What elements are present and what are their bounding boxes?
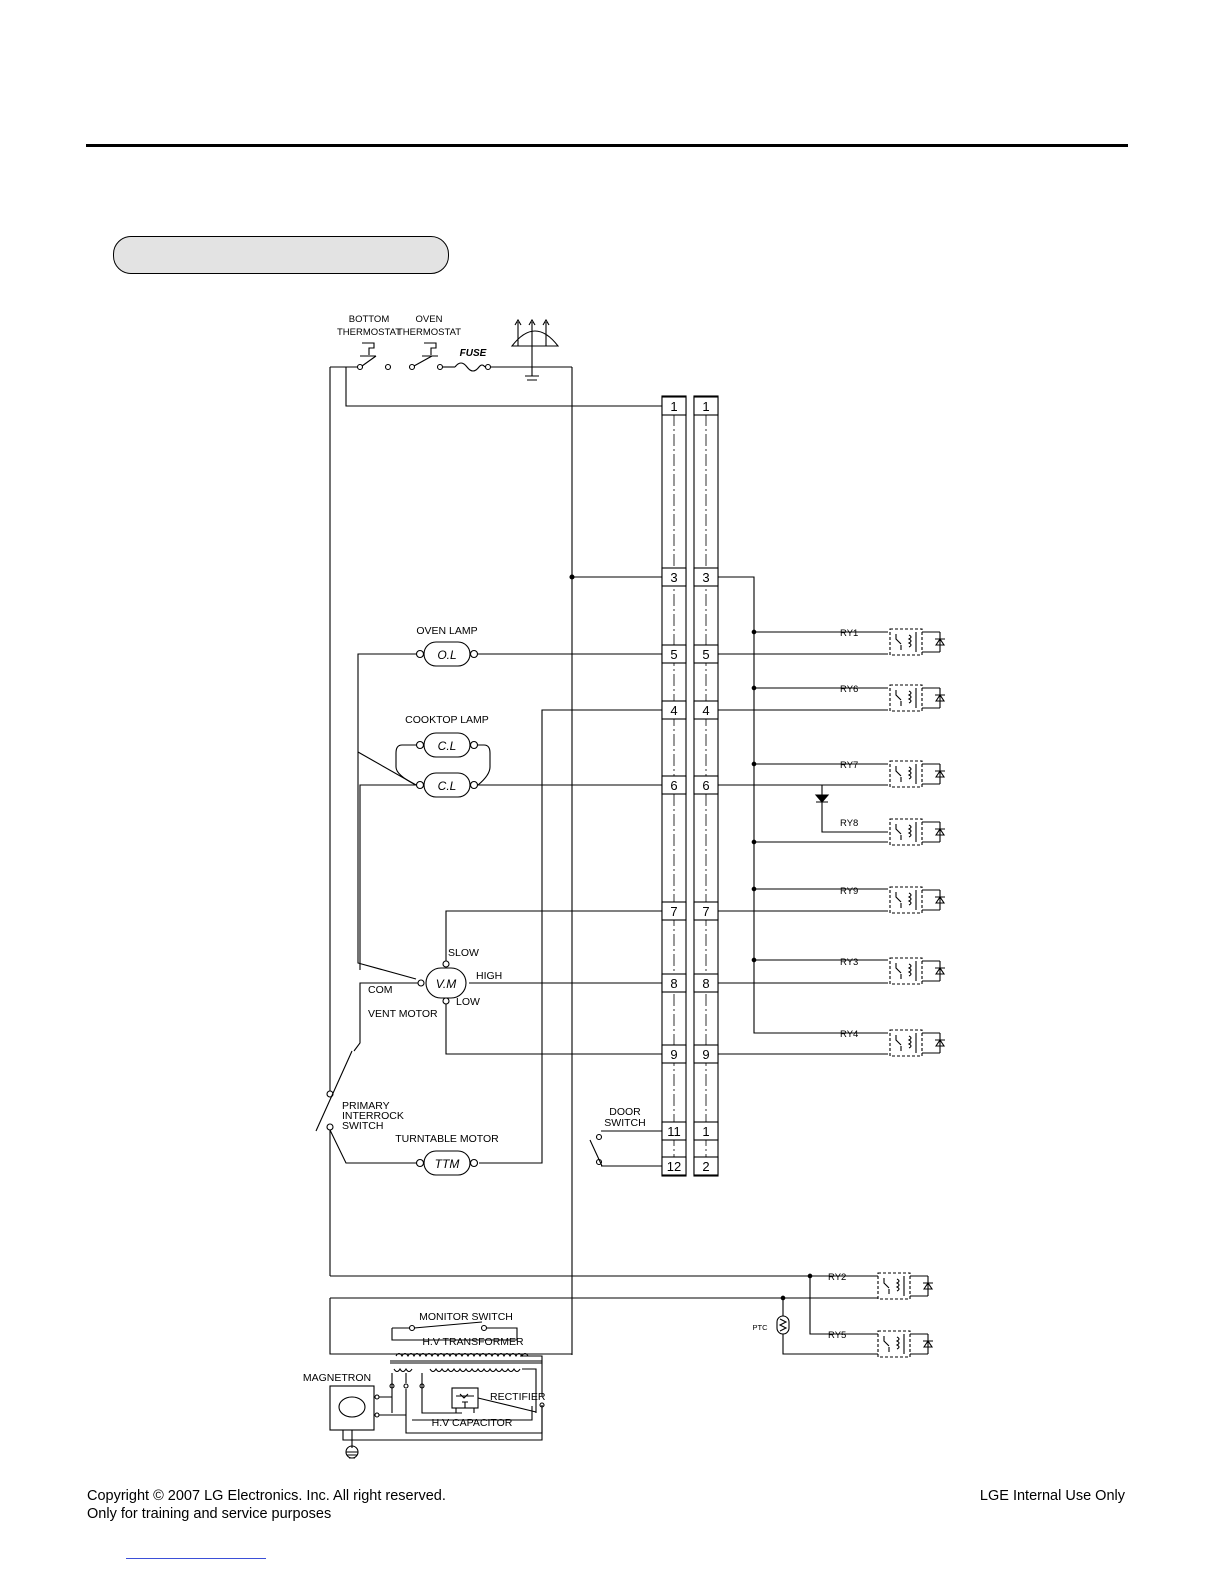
footer-purpose: Only for training and service purposes: [87, 1506, 332, 1522]
vent-com-label: COM: [368, 984, 393, 996]
power-input: BOTTOM THERMOSTAT OVEN THERMOSTAT FUSE: [330, 314, 662, 407]
relay-ry4: RY4: [840, 1029, 946, 1057]
vent-high-label: HIGH: [476, 970, 502, 982]
magnetron-label: MAGNETRON: [303, 1372, 371, 1384]
connector-right-pins: 1 3 5 4 6 7 8 9 1 2: [693, 396, 719, 1176]
bottom-thermostat-symbol: [360, 342, 376, 357]
relay-label: RY5: [828, 1330, 846, 1341]
bottom-thermostat-label-1: BOTTOM: [349, 314, 390, 325]
hv-transformer-label: H.V TRANSFORMER: [422, 1336, 524, 1348]
svg-text:C.L: C.L: [438, 739, 457, 753]
svg-text:C.L: C.L: [438, 779, 457, 793]
svg-text:INTERROCK: INTERROCK: [342, 1110, 404, 1122]
vent-motor: V.M SLOW HIGH COM LOW VENT MOTOR: [353, 910, 662, 1055]
connector-right-pin-label: 5: [702, 647, 709, 662]
connector-left-pin-label: 6: [670, 778, 677, 793]
vent-slow-label: SLOW: [448, 947, 479, 959]
connector-left-pin-label: 4: [670, 703, 677, 718]
door-switch: DOOR SWITCH: [589, 1106, 662, 1167]
connector-right-pin-label: 7: [702, 904, 709, 919]
rectifier-label: RECTIFIER: [490, 1391, 546, 1403]
connector-right-pin-label: 1: [702, 1124, 709, 1139]
vent-low-label: LOW: [456, 996, 480, 1008]
power-plug-symbol: [510, 318, 560, 381]
relay-label: RY3: [840, 957, 858, 968]
connector-right-pin-label: 8: [702, 976, 709, 991]
fuse-label: FUSE: [460, 348, 487, 359]
svg-text:V.M: V.M: [436, 977, 456, 991]
vent-motor-label: VENT MOTOR: [368, 1008, 438, 1020]
connector-left-pin-label: 1: [670, 399, 677, 414]
footer-left: Copyright © 2007 LG Electronics. Inc. Al…: [87, 1487, 446, 1523]
connector-left-pin-label: 3: [670, 570, 677, 585]
relay-label: RY4: [840, 1029, 858, 1040]
section-title-pill: [113, 236, 449, 274]
svg-text:SWITCH: SWITCH: [604, 1117, 645, 1129]
relay-label: RY2: [828, 1272, 846, 1283]
connector-left-pin-box: [661, 396, 687, 416]
connector-left-pin-label: 12: [667, 1159, 681, 1174]
footer-link-underline[interactable]: [126, 1558, 266, 1559]
oven-thermostat-label-2: THERMOSTAT: [397, 327, 461, 338]
connector-left-pin-label: 11: [667, 1124, 681, 1139]
connector-right-pin-label: 3: [702, 570, 709, 585]
high-voltage-section: MONITOR SWITCH H.V TRANSFORMER MAGNETRON…: [303, 1298, 572, 1459]
connector-right-pin-label: 6: [702, 778, 709, 793]
monitor-switch-label: MONITOR SWITCH: [419, 1311, 513, 1323]
relay-ry1: RY1: [840, 628, 946, 656]
connector-right-pin-label: 2: [702, 1159, 709, 1174]
relay-ry3: RY3: [840, 957, 946, 985]
connector-right-pin-label: 4: [702, 703, 709, 718]
footer-copyright: Copyright © 2007 LG Electronics. Inc. Al…: [87, 1488, 446, 1504]
hv-capacitor-label: H.V CAPACITOR: [432, 1417, 513, 1429]
oven-lamp-label: OVEN LAMP: [416, 625, 477, 637]
ptc: PTC: [753, 1298, 878, 1355]
turntable-motor-label: TURNTABLE MOTOR: [395, 1133, 499, 1145]
svg-text:PRIMARY: PRIMARY: [342, 1100, 390, 1112]
relay-ry7: RY7: [840, 760, 946, 788]
oven-thermostat-symbol: [422, 342, 438, 357]
relay-ry8: RY8: [840, 818, 946, 846]
svg-text:PTC: PTC: [753, 1323, 769, 1332]
header-rule: [86, 144, 1128, 147]
connector-right-pin-box: [693, 1156, 719, 1176]
cooktop-lamp-label: COOKTOP LAMP: [405, 714, 489, 726]
turntable-motor: TURNTABLE MOTOR TTM: [395, 1133, 499, 1176]
relay-label: RY8: [840, 818, 858, 829]
connector-right-pin-label: 1: [702, 399, 709, 414]
hv-transformer-primary: [395, 1352, 529, 1358]
connector-left-pin-label: 8: [670, 976, 677, 991]
connector-left-pins: 1 3 5 4 6 7 8 9 11 12: [661, 396, 687, 1176]
hv-transformer-secondary: [393, 1367, 521, 1373]
connector-left-pin-label: 9: [670, 1047, 677, 1062]
connector-right-pin-box: [693, 396, 719, 416]
connector-right-pin-label: 9: [702, 1047, 709, 1062]
connector-right-pin-box: [693, 1121, 719, 1141]
svg-text:SWITCH: SWITCH: [342, 1120, 383, 1132]
footer-internal: LGE Internal Use Only: [979, 1488, 1125, 1504]
relay-ry9: RY9: [840, 886, 946, 914]
relay-label: RY1: [840, 628, 858, 639]
cooktop-lamp: COOKTOP LAMP C.L C.L: [357, 714, 662, 970]
relay-bus: [718, 576, 888, 1055]
magnetron-symbol: [329, 1385, 375, 1431]
relay-label: RY7: [840, 760, 858, 771]
relay-ry2: RY2: [828, 1272, 934, 1300]
relay-label: RY6: [840, 684, 858, 695]
oven-lamp: OVEN LAMP O.L: [357, 625, 662, 980]
svg-text:DOOR: DOOR: [609, 1106, 641, 1118]
connector-left-pin-label: 5: [670, 647, 677, 662]
oven-thermostat-label-1: OVEN: [416, 314, 443, 325]
relay-label: RY9: [840, 886, 858, 897]
svg-text:O.L: O.L: [437, 648, 456, 662]
primary-interlock-switch: PRIMARY INTERROCK SWITCH: [315, 1050, 416, 1164]
bottom-thermostat-label-2: THERMOSTAT: [337, 327, 401, 338]
svg-text:TTM: TTM: [435, 1157, 460, 1171]
fuse-symbol: [454, 362, 486, 372]
connector-left-pin-label: 7: [670, 904, 677, 919]
relay-ry5: RY5: [828, 1330, 934, 1358]
relay-ry6: RY6: [840, 684, 946, 712]
